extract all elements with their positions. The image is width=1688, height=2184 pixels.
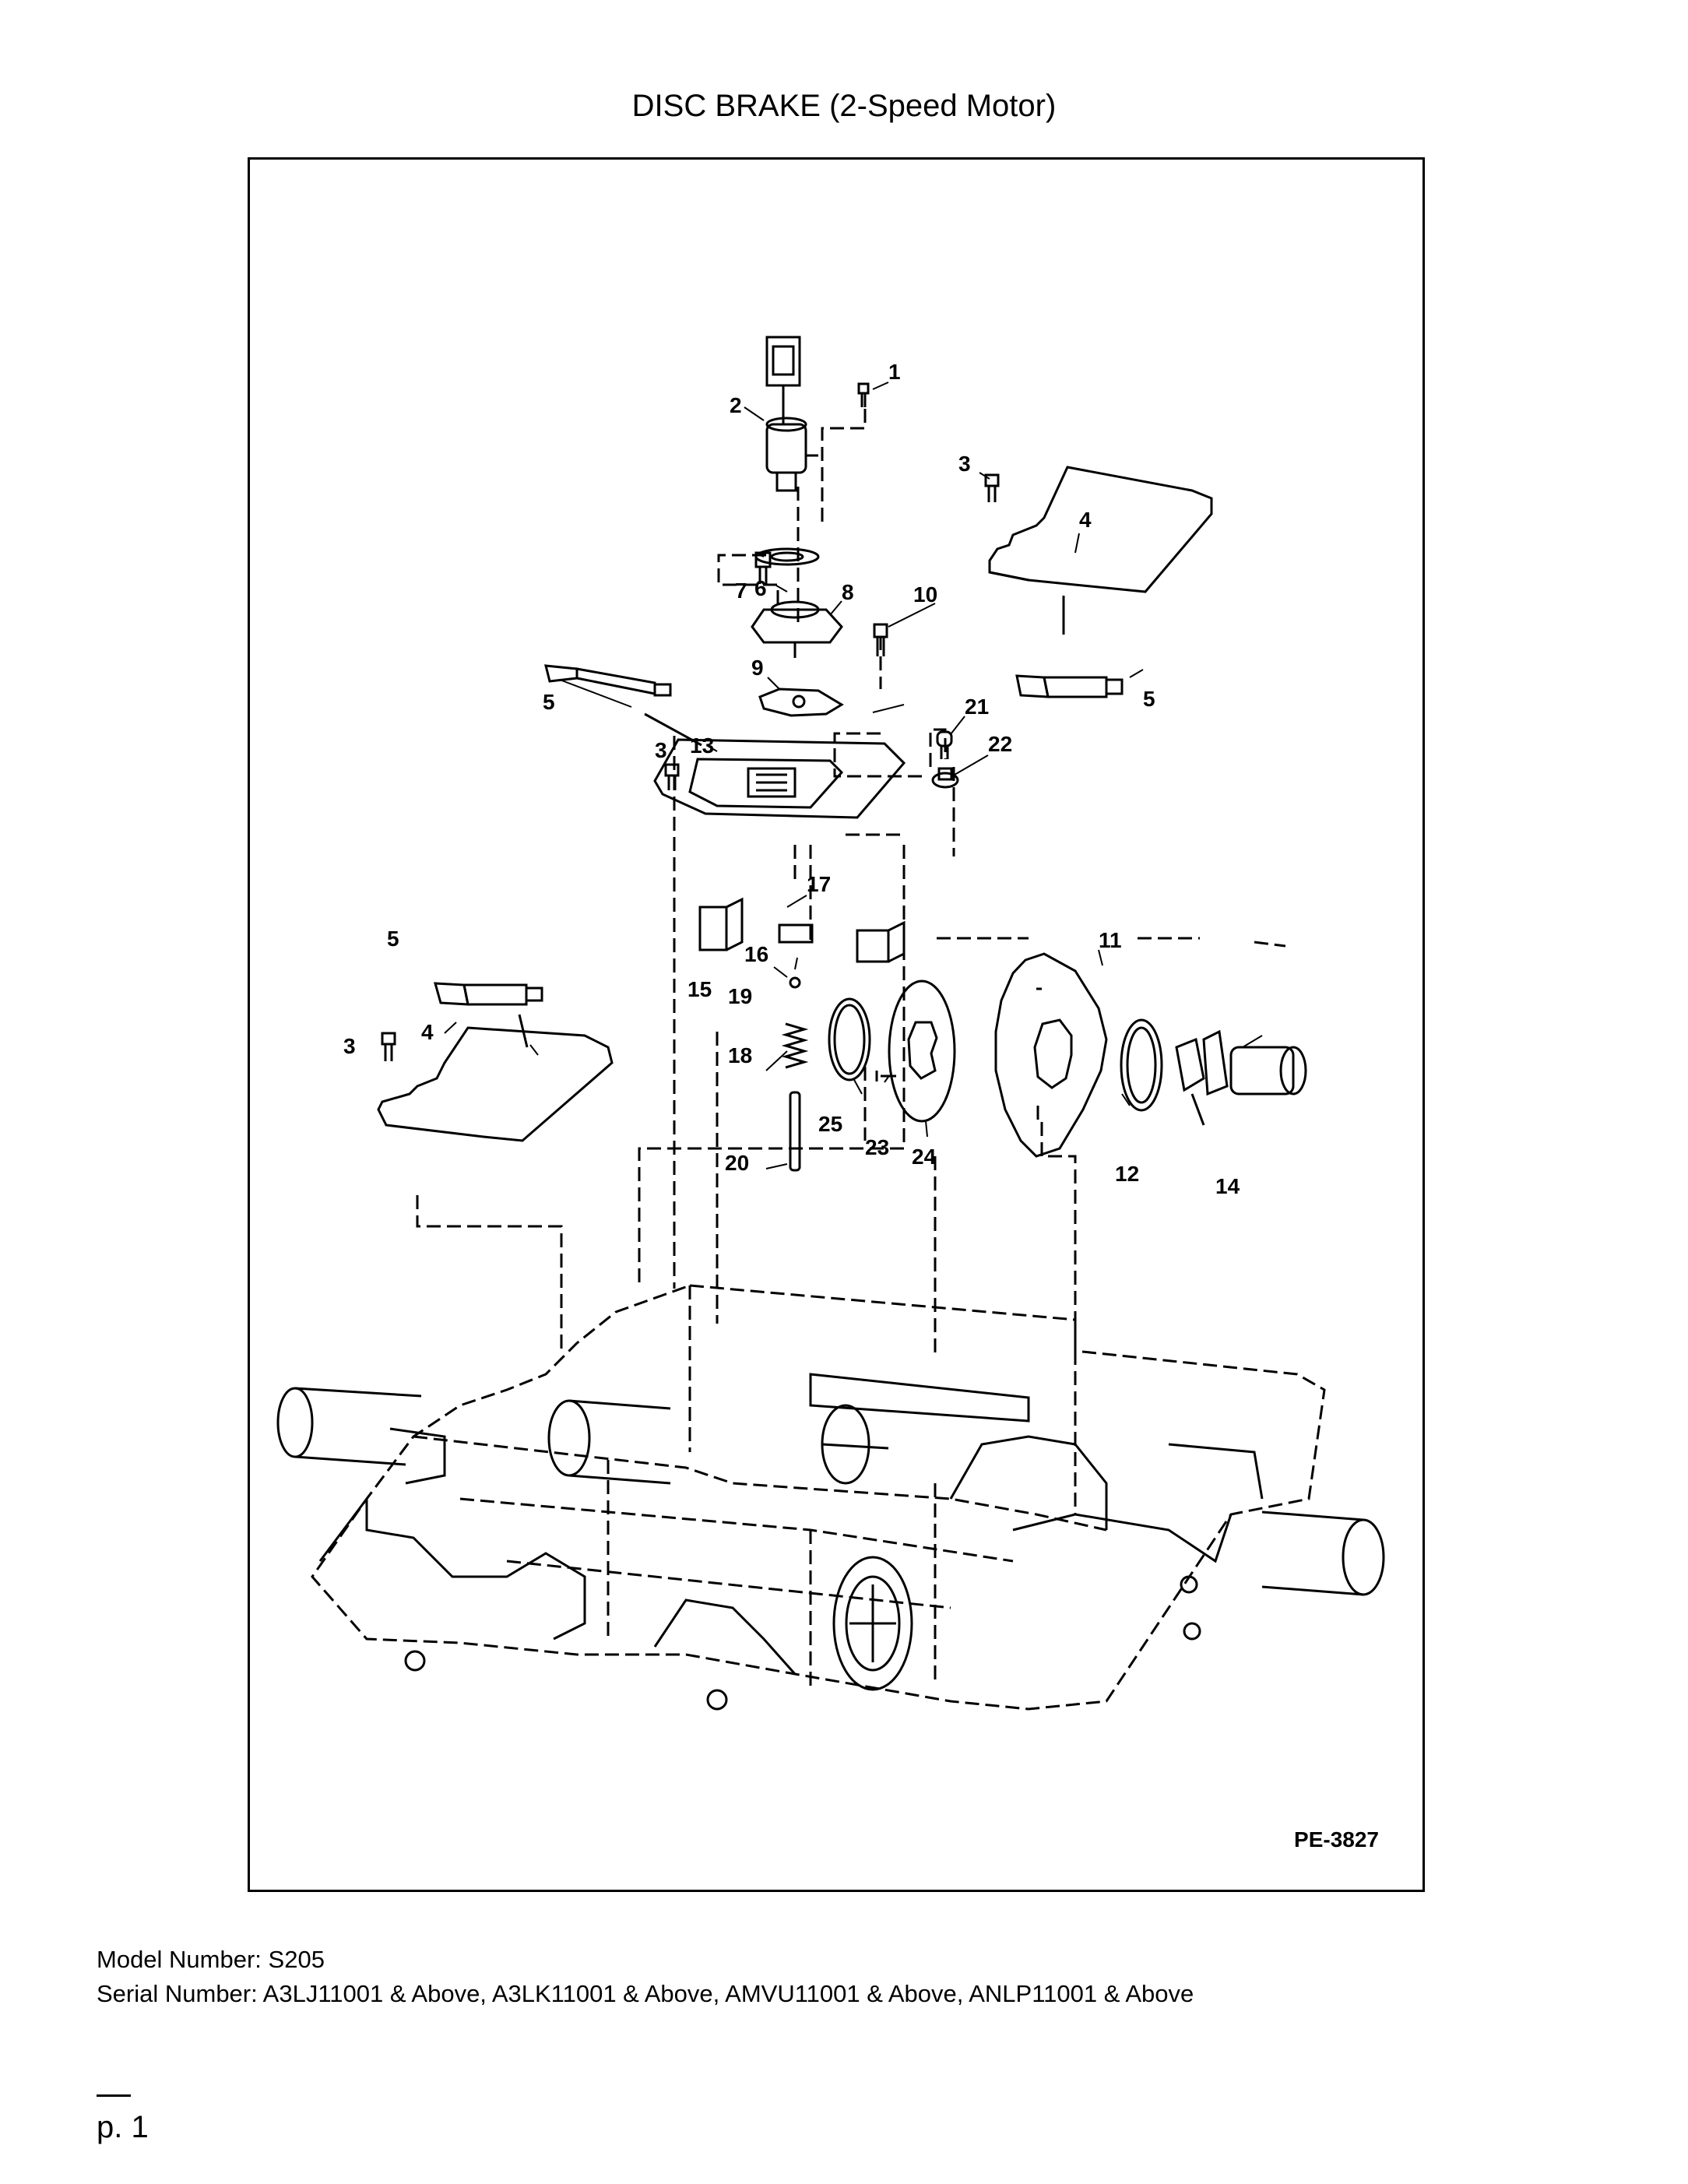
sealant-tube-right	[1015, 596, 1124, 698]
callout-8: 8	[842, 580, 854, 604]
callout-5-left: 5	[387, 927, 399, 951]
sealant-tube-top	[544, 664, 702, 747]
callout-12: 12	[1115, 1162, 1139, 1186]
page-title: DISC BRAKE (2-Speed Motor)	[631, 89, 1057, 123]
drive-sprocket-motor-14	[1175, 1029, 1307, 1126]
callout-17: 17	[807, 872, 831, 896]
retaining-ring-12	[1120, 1018, 1163, 1112]
cover-plate-left	[377, 1026, 614, 1142]
spacer-block-16	[778, 923, 814, 944]
chassis-frame	[311, 1284, 1326, 1711]
bracket-17	[856, 920, 906, 963]
callout-16: 16	[744, 942, 768, 966]
callout-3-right: 3	[958, 452, 971, 476]
cover-plate-right	[988, 466, 1213, 593]
callout-24: 24	[912, 1145, 937, 1169]
callout-18: 18	[728, 1043, 752, 1067]
solenoid	[765, 336, 818, 492]
callout-25: 25	[818, 1112, 842, 1136]
callout-1: 1	[888, 360, 901, 384]
o-ring-6	[754, 547, 820, 566]
bolt-3-right	[984, 473, 1000, 502]
motor-bore	[832, 1556, 913, 1691]
dashed-leaders	[416, 409, 1286, 1359]
callout-6: 6	[754, 576, 767, 600]
screw-23	[875, 1071, 896, 1081]
ball-19	[789, 976, 801, 989]
callout-3-center: 3	[655, 738, 667, 762]
callout-labels: 1 2 4 3 6 7 8 10 9 21 22 13 3 5 5 11 12 …	[343, 360, 1240, 1198]
axle-tubes	[276, 1387, 1385, 1596]
bolt-1	[857, 382, 870, 407]
bolt-3-center	[664, 763, 680, 790]
serial-number-value: A3LJ11001 & Above, A3LK11001 & Above, AM…	[262, 1980, 1194, 2007]
brake-disc-11	[994, 952, 1108, 1158]
model-number-line: Model Number: S205	[97, 1945, 325, 1975]
exploded-parts-diagram: 1 2 4 3 6 7 8 10 9 21 22 13 3 5 5 11 12 …	[276, 336, 1385, 1711]
page-number: p. 1	[97, 2110, 149, 2144]
callout-11: 11	[1099, 928, 1122, 952]
chassis-holes	[404, 1575, 1201, 1711]
callout-19: 19	[728, 984, 752, 1008]
callout-4-right: 4	[1079, 508, 1092, 532]
callout-9: 9	[751, 656, 764, 680]
callout-21: 21	[965, 695, 989, 719]
callout-5-top: 5	[543, 690, 555, 714]
callout-23: 23	[865, 1135, 889, 1159]
retaining-ring-25	[828, 997, 871, 1081]
drawing-code: PE-3827	[1294, 1827, 1379, 1852]
callout-3-left: 3	[343, 1034, 356, 1058]
chassis-solid-edges	[318, 1373, 1264, 1675]
callout-15: 15	[688, 977, 712, 1001]
callout-13: 13	[690, 733, 714, 758]
callout-10: 10	[913, 582, 937, 607]
page-number-rule	[97, 2094, 131, 2097]
callout-14: 14	[1215, 1174, 1240, 1198]
callout-7: 7	[735, 579, 747, 603]
model-number-value: S205	[268, 1946, 325, 1973]
fitting-22	[931, 767, 959, 789]
serial-number-line: Serial Number: A3LJ11001 & Above, A3LK11…	[97, 1979, 1194, 2009]
exploded-view-frame: 1 2 4 3 6 7 8 10 9 21 22 13 3 5 5 11 12 …	[248, 157, 1425, 1892]
callout-5-right: 5	[1143, 687, 1155, 711]
sealant-tube-left	[433, 982, 543, 1048]
callout-2: 2	[730, 393, 742, 417]
callout-22: 22	[988, 732, 1012, 756]
spring-18	[781, 1022, 809, 1069]
bolt-3-left	[381, 1032, 396, 1061]
plug-21	[936, 730, 953, 759]
gasket-9	[758, 688, 844, 717]
bracket-15	[698, 897, 744, 951]
bolt-7	[754, 551, 772, 584]
callout-leaders	[444, 382, 1263, 1169]
brake-housing-plate	[653, 738, 906, 819]
pin-20	[789, 1091, 801, 1172]
callout-20: 20	[725, 1151, 749, 1175]
serial-number-label: Serial Number:	[97, 1980, 258, 2007]
valve-block	[751, 600, 843, 658]
callout-4-left: 4	[421, 1020, 434, 1044]
model-number-label: Model Number:	[97, 1946, 262, 1973]
friction-disc-24	[888, 979, 956, 1123]
bolt-10	[873, 623, 888, 656]
